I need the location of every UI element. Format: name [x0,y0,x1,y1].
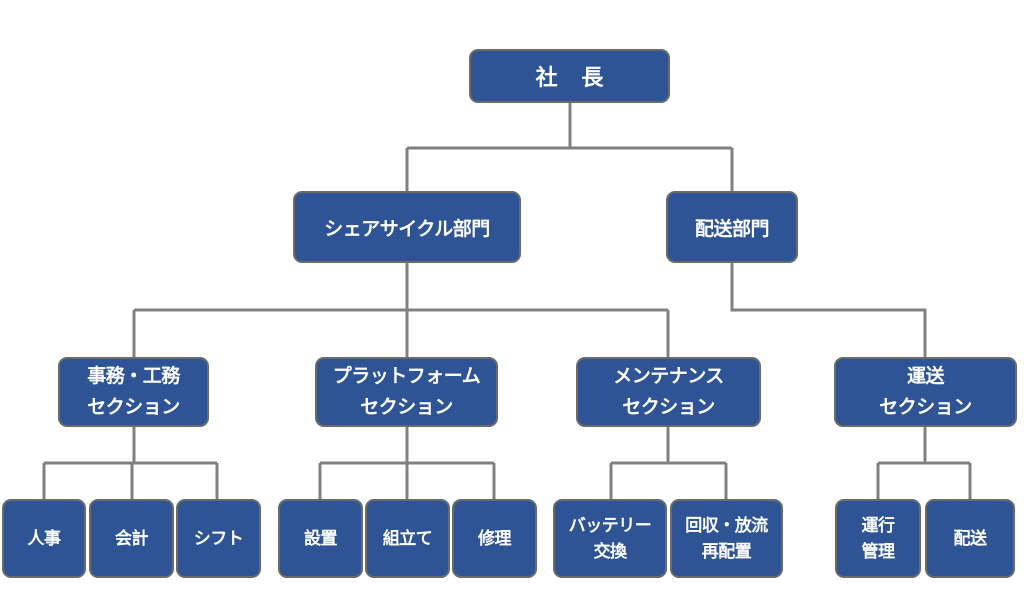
team-box-repair: 修理 [452,499,537,578]
connector-section2-to-teams [318,426,496,500]
team-box-installation: 設置 [278,499,363,578]
maintenance-section-box: メンテナンス セクション [576,357,761,427]
transport-section-box: 運送 セクション [834,357,1017,427]
team-box-shift: シフト [176,499,261,578]
platform-section-box: プラットフォーム セクション [315,357,498,427]
connector-delivery-to-section [730,262,927,358]
team-box-hr: 人事 [2,499,86,578]
connector-top-to-departments [405,102,734,192]
connector-section1-to-teams [42,426,219,500]
team-box-battery-exchange: バッテリー 交換 [553,499,667,578]
connector-sharecycle-to-sections [132,262,670,358]
team-box-accounting: 会計 [89,499,174,578]
sharecycle-department-box: シェアサイクル部門 [293,191,521,263]
connector-section4-to-teams [876,426,972,500]
president-box: 社 長 [469,49,670,103]
team-box-operation-management: 運行 管理 [835,499,921,578]
team-box-collection-redistribution: 回収・放流 再配置 [670,499,783,578]
office-works-section-box: 事務・工務 セクション [58,357,209,427]
connector-section3-to-teams [609,426,728,500]
delivery-department-box: 配送部門 [666,191,798,263]
team-box-delivery: 配送 [925,499,1015,578]
team-box-assembly: 組立て [365,499,450,578]
